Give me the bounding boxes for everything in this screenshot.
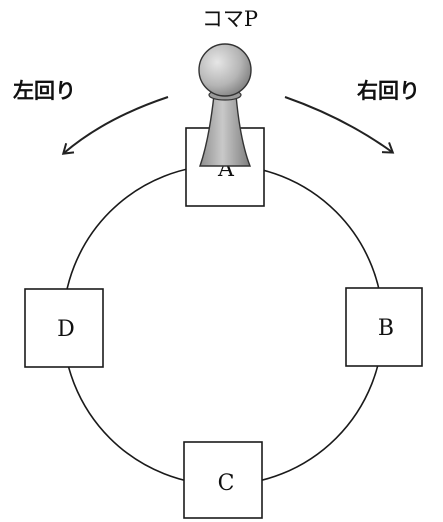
- square-d: [24, 288, 104, 368]
- piece-label: コマP: [202, 7, 258, 31]
- square-b-label: B: [378, 316, 394, 341]
- square-d-label: D: [57, 317, 75, 342]
- piece-p-icon: [198, 43, 252, 167]
- square-c-label: C: [218, 471, 235, 496]
- right-rotation-label: 右回り: [357, 79, 420, 103]
- square-c: [183, 441, 263, 519]
- left-rotation-label: 左回り: [13, 79, 76, 103]
- right-arrow-icon: [284, 96, 395, 154]
- track-circle: [62, 164, 384, 486]
- square-b: [345, 287, 423, 367]
- left-arrow-icon: [61, 96, 169, 155]
